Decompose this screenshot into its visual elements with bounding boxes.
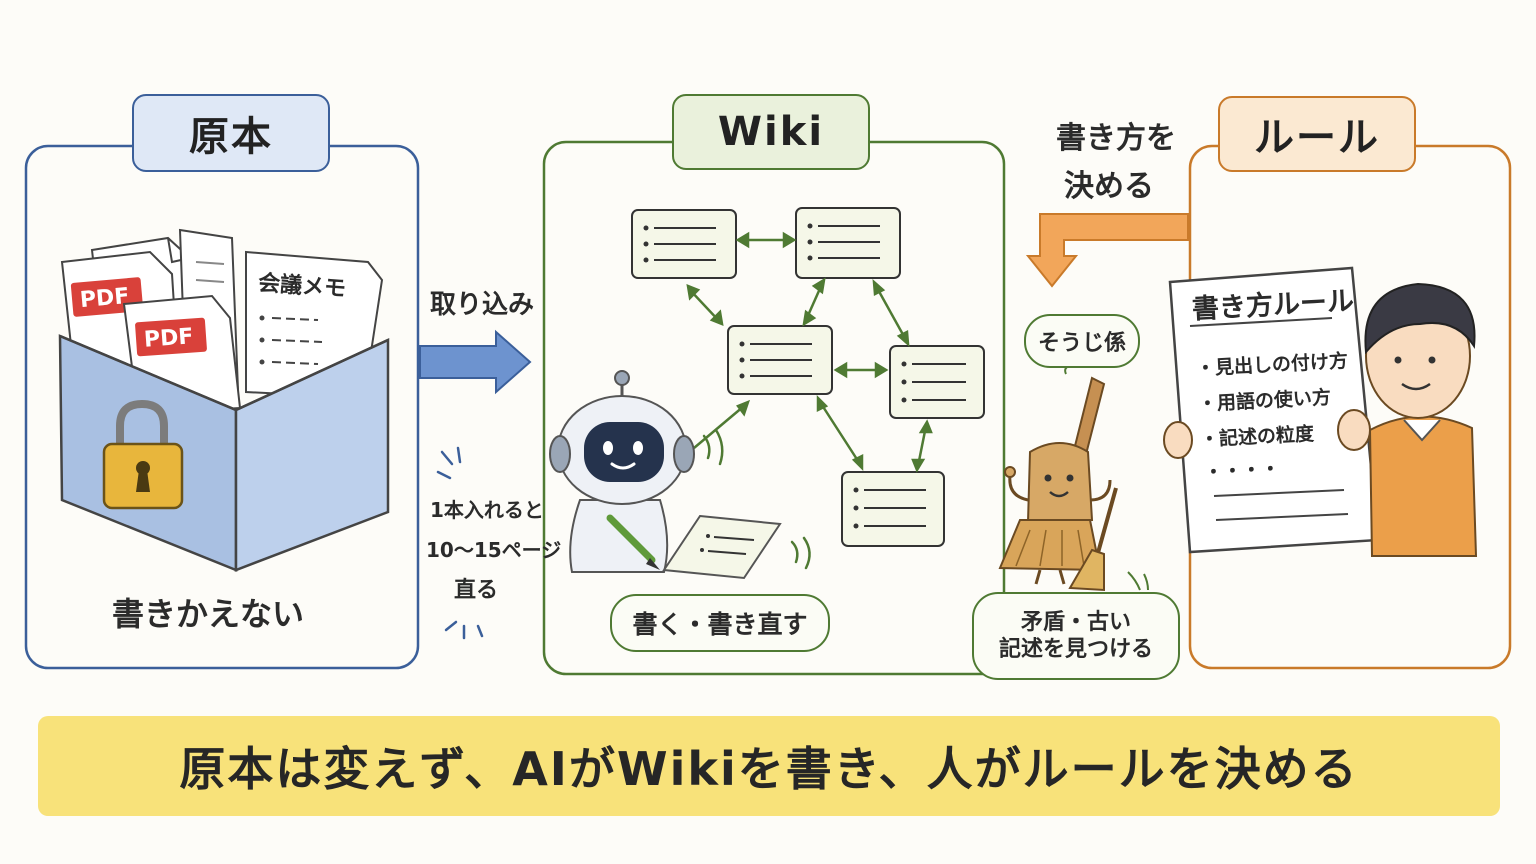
person-illustration	[1163, 282, 1478, 557]
ingest-label: 取り込み	[430, 290, 535, 320]
wiki-page	[631, 209, 737, 279]
rule-document	[1168, 266, 1380, 554]
cleaner-task-line-1: 矛盾・古い	[1020, 609, 1131, 635]
original-caption: 書きかえない	[112, 595, 305, 633]
rules-title: ルール	[1218, 96, 1416, 172]
cleaner-task-line-2: 記述を見つける	[998, 637, 1153, 662]
note-line-3: 直る	[454, 578, 499, 603]
robot-illustration	[549, 370, 811, 580]
wiki-page	[795, 207, 901, 279]
broom-character	[998, 363, 1149, 592]
pdf-label: PDF	[78, 283, 131, 314]
rule-item: ・・・・	[1203, 458, 1281, 484]
document-box-illustration	[58, 228, 390, 572]
decide-label-line-2: 決める	[1064, 169, 1154, 204]
wiki-page-network	[631, 207, 985, 547]
note-line-1: 1本入れると	[430, 498, 544, 522]
cleaner-task-bubble: 矛盾・古い 記述を見つける	[972, 592, 1180, 680]
burst-lines	[436, 446, 484, 640]
decide-label-line-1: 書き方を	[1056, 121, 1176, 156]
original-title: 原本	[132, 94, 330, 172]
memo-title: 会議メモ	[257, 270, 347, 303]
write-bubble-text: 書く・書き直す	[632, 610, 808, 639]
wiki-page	[727, 325, 833, 395]
wiki-page	[889, 345, 985, 419]
cleaner-role-text: そうじ係	[1037, 331, 1126, 356]
wiki-page	[841, 471, 945, 547]
rule-doc-title: 書き方ルール	[1191, 285, 1355, 326]
cleaner-role-bubble: そうじ係	[1024, 314, 1140, 368]
ingest-arrow	[419, 329, 532, 395]
wiki-title: Wiki	[672, 94, 870, 170]
summary-banner: 原本は変えず、AIがWikiを書き、人がルールを決める	[38, 716, 1500, 816]
write-bubble: 書く・書き直す	[610, 594, 830, 652]
pdf-label: PDF	[143, 324, 195, 353]
note-line-2: 10〜15ページ	[426, 538, 562, 562]
decide-arrow	[1025, 213, 1189, 288]
